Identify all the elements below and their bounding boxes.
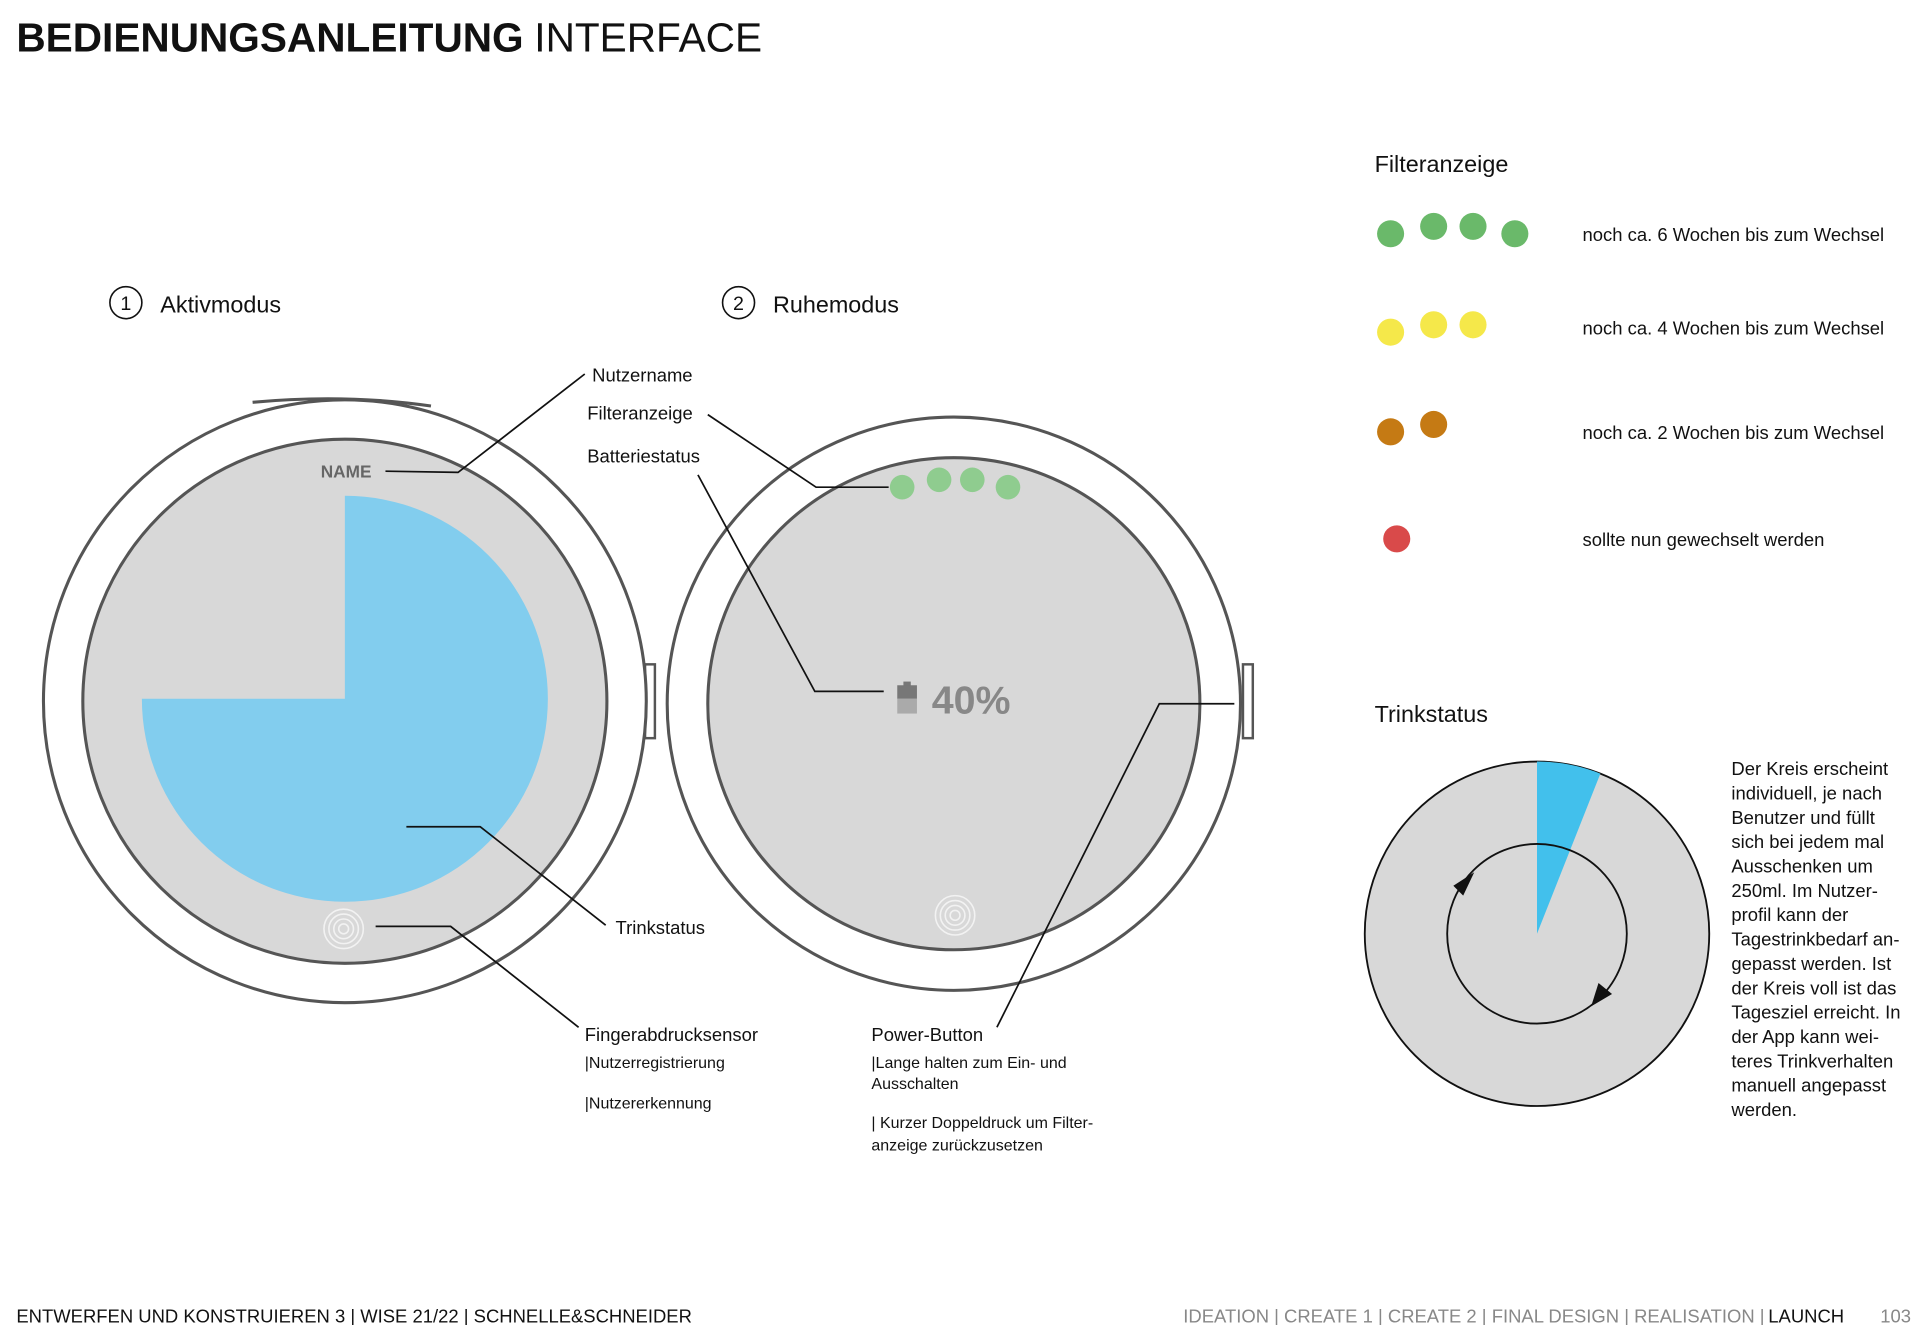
description-line: manuell angepasst <box>1731 1075 1886 1096</box>
callout-power-line: Ausschalten <box>871 1076 958 1093</box>
title-bold: BEDIENUNGSANLEITUNG <box>16 15 523 61</box>
callout-power-line: | Kurzer Doppeldruck um Filter- <box>871 1115 1093 1132</box>
description-line: der App kann wei- <box>1731 1026 1879 1047</box>
page-number: 103 <box>1880 1306 1911 1325</box>
fingerprint-icon <box>934 894 976 936</box>
callout-fingerprint-line: |Nutzererkennung <box>585 1095 712 1112</box>
filter-indicator-dots <box>889 467 1021 500</box>
callout-filteranzeige: Filteranzeige <box>587 403 693 424</box>
description-line: teres Trinkverhalten <box>1731 1050 1893 1071</box>
svg-text:2: 2 <box>733 293 744 315</box>
description-line: sich bei jedem mal <box>1731 831 1884 852</box>
drink-status-pie <box>141 495 548 902</box>
description-line: Der Kreis erscheint <box>1731 758 1888 779</box>
svg-text:Ruhemodus: Ruhemodus <box>773 291 899 317</box>
fingerprint-icon <box>323 908 365 950</box>
callout-trinkstatus: Trinkstatus <box>616 917 705 938</box>
callout-power-line: anzeige zurückzusetzen <box>871 1137 1043 1154</box>
power-button[interactable] <box>1241 663 1255 740</box>
description-line: Ausschenken um <box>1731 856 1872 877</box>
callout-nutzername: Nutzername <box>592 364 692 385</box>
legend-row: sollte nun gewechselt werden <box>1383 525 1825 553</box>
description-line: individuell, je nach <box>1731 782 1882 803</box>
trinkstatus-example-circle <box>1363 760 1711 1107</box>
battery-percentage: 40% <box>932 679 1011 723</box>
description-line: Tagestrinkbedarf an- <box>1731 929 1899 950</box>
footer-nav: IDEATION | CREATE 1 | CREATE 2 | FINAL D… <box>1183 1306 1764 1325</box>
legend-title: Filteranzeige <box>1375 151 1509 177</box>
arrow-icon <box>1591 982 1613 1007</box>
callout-power-title: Power-Button <box>871 1024 983 1045</box>
callout-batteriestatus: Batteriestatus <box>587 446 700 467</box>
footer-left: ENTWERFEN UND KONSTRUIEREN 3 | WISE 21/2… <box>16 1306 692 1325</box>
callout-fingerprint-line: |Nutzerregistrierung <box>585 1055 725 1072</box>
svg-text:sollte nun gewechselt werden: sollte nun gewechselt werden <box>1583 529 1825 550</box>
description-line: 250ml. Im Nutzer- <box>1731 880 1878 901</box>
watch-rest-mode: 40% <box>665 415 1255 992</box>
mode-1-label: 1 Aktivmodus <box>109 285 281 320</box>
legend-row: noch ca. 4 Wochen bis zum Wechsel <box>1377 311 1885 346</box>
description-line: der Kreis voll ist das <box>1731 977 1896 998</box>
title-light: INTERFACE <box>534 15 762 61</box>
trinkstatus-title: Trinkstatus <box>1375 701 1488 727</box>
svg-text:noch ca. 4 Wochen bis zum Wech: noch ca. 4 Wochen bis zum Wechsel <box>1583 318 1885 339</box>
description-line: werden. <box>1730 1099 1797 1120</box>
battery-icon <box>897 681 917 714</box>
svg-text:1: 1 <box>120 293 131 315</box>
description-line: gepasst werden. Ist <box>1731 953 1891 974</box>
trinkstatus-description: Der Kreis erscheint individuell, je nachB… <box>1730 758 1900 1120</box>
footer-nav-active: LAUNCH <box>1768 1306 1844 1325</box>
description-line: Benutzer und füllt <box>1731 807 1875 828</box>
svg-text:Aktivmodus: Aktivmodus <box>160 291 281 317</box>
svg-text:noch ca. 2 Wochen bis zum Wech: noch ca. 2 Wochen bis zum Wechsel <box>1583 422 1885 443</box>
legend-row: noch ca. 2 Wochen bis zum Wechsel <box>1377 410 1885 446</box>
arrow-icon <box>1453 872 1475 896</box>
description-line: profil kann der <box>1731 904 1848 925</box>
user-name-display: NAME <box>321 461 372 481</box>
svg-text:noch ca. 6 Wochen bis zum Wech: noch ca. 6 Wochen bis zum Wechsel <box>1583 224 1885 245</box>
callout-fingerprint-title: Fingerabdrucksensor <box>585 1024 758 1045</box>
description-line: Tagesziel erreicht. In <box>1731 1002 1900 1023</box>
callout-lines <box>375 373 1235 1028</box>
callout-power-line: |Lange halten zum Ein- und <box>871 1055 1066 1072</box>
mode-2-label: 2 Ruhemodus <box>721 285 899 320</box>
legend-row: noch ca. 6 Wochen bis zum Wechsel <box>1377 212 1885 248</box>
watch-active-mode: NAME <box>41 397 657 1005</box>
